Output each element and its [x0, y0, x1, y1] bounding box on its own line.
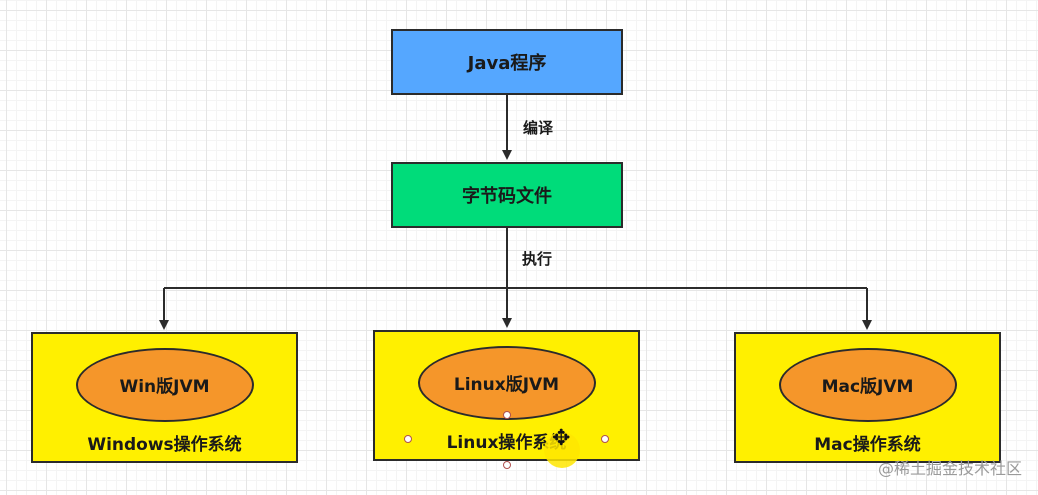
selection-handle-bottom[interactable]	[503, 461, 511, 469]
execute-edge-label: 执行	[522, 250, 553, 268]
linux-jvm-ellipse[interactable]: Linux版JVM	[417, 346, 596, 420]
selection-handle-right[interactable]	[601, 435, 609, 443]
bytecode-file-node[interactable]: 字节码文件	[391, 162, 623, 228]
linux-os-node[interactable]: Linux版JVM Linux操作系统	[373, 330, 640, 461]
linux-os-label: Linux操作系统	[446, 433, 567, 453]
mac-jvm-label: Mac版JVM	[821, 377, 914, 397]
mac-os-label: Mac操作系统	[814, 435, 921, 455]
windows-jvm-ellipse[interactable]: Win版JVM	[75, 348, 254, 422]
cursor-highlight	[544, 432, 580, 468]
windows-jvm-label: Win版JVM	[119, 377, 210, 397]
watermark: @稀土掘金技术社区	[877, 459, 1022, 478]
selection-handle-top[interactable]	[503, 411, 511, 419]
mac-jvm-ellipse[interactable]: Mac版JVM	[778, 348, 957, 422]
selection-handle-left[interactable]	[404, 435, 412, 443]
mac-os-node[interactable]: Mac版JVM Mac操作系统	[734, 332, 1001, 463]
java-program-node[interactable]: Java程序	[391, 29, 623, 95]
move-cursor-icon: ✥	[552, 426, 571, 451]
compile-edge-label: 编译	[523, 119, 554, 137]
linux-jvm-label: Linux版JVM	[453, 375, 560, 395]
windows-os-label: Windows操作系统	[87, 435, 242, 455]
windows-os-node[interactable]: Win版JVM Windows操作系统	[31, 332, 298, 463]
